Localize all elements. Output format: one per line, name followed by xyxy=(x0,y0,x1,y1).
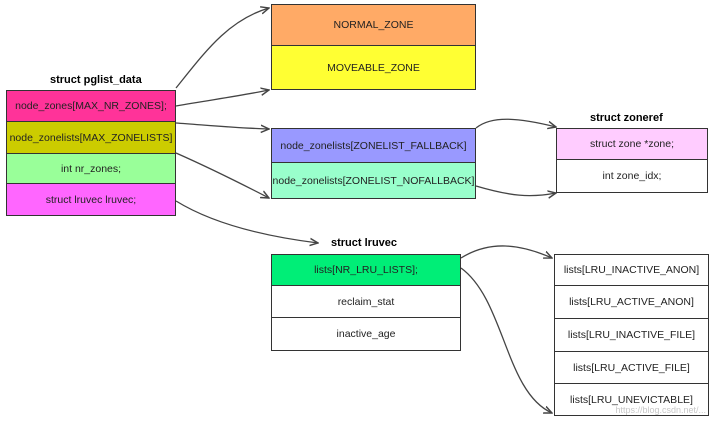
lruvec-field-inactive-age: inactive_age xyxy=(271,318,461,351)
arrow-fallback-to-zoneref xyxy=(475,118,556,128)
lru-list-active-file: lists[LRU_ACTIVE_FILE] xyxy=(554,352,709,384)
arrow-lists-to-first-lru xyxy=(460,245,552,258)
lru-list-inactive-file: lists[LRU_INACTIVE_FILE] xyxy=(554,319,709,352)
pglist-data-title: struct pglist_data xyxy=(50,74,142,86)
lru-list-inactive-anon: lists[LRU_INACTIVE_ANON] xyxy=(554,254,709,286)
lru-list-active-anon: lists[LRU_ACTIVE_ANON] xyxy=(554,286,709,319)
arrow-lists-to-last-lru xyxy=(460,267,552,413)
lru-list-unevictable: lists[LRU_UNEVICTABLE] xyxy=(554,384,709,416)
zoneref-field-zone-idx: int zone_idx; xyxy=(556,160,708,193)
zonelist-nofallback: node_zonelists[ZONELIST_NOFALLBACK] xyxy=(271,163,476,199)
arrow-nofallback-to-zoneref xyxy=(475,185,556,196)
zone-moveable: MOVEABLE_ZONE xyxy=(271,46,476,90)
lruvec-field-reclaim-stat: reclaim_stat xyxy=(271,286,461,318)
arrow-zonelists-to-fallback xyxy=(175,122,269,129)
lruvec-title: struct lruvec xyxy=(331,237,398,249)
arrow-zones-to-normal-zone xyxy=(175,8,269,89)
zonelist-fallback: node_zonelists[ZONELIST_FALLBACK] xyxy=(271,128,476,163)
arrow-zonelists-to-nofallback xyxy=(175,152,269,198)
zone-normal: NORMAL_ZONE xyxy=(271,4,476,46)
zoneref-title: struct zoneref xyxy=(590,112,663,124)
zoneref-field-zone: struct zone *zone; xyxy=(556,128,708,160)
pglist-field-lruvec: struct lruvec lruvec; xyxy=(6,184,176,216)
pglist-field-node-zones: node_zones[MAX_NR_ZONES]; xyxy=(6,90,176,122)
lruvec-field-lists: lists[NR_LRU_LISTS]; xyxy=(271,254,461,286)
pglist-field-node-zonelists: node_zonelists[MAX_ZONELISTS] xyxy=(6,122,176,154)
pglist-field-nr-zones: int nr_zones; xyxy=(6,154,176,184)
watermark-text: https://blog.csdn.net/... xyxy=(615,405,706,415)
arrow-lruvec-to-struct-lruvec xyxy=(175,200,318,243)
arrow-zones-to-moveable-zone xyxy=(175,90,269,107)
